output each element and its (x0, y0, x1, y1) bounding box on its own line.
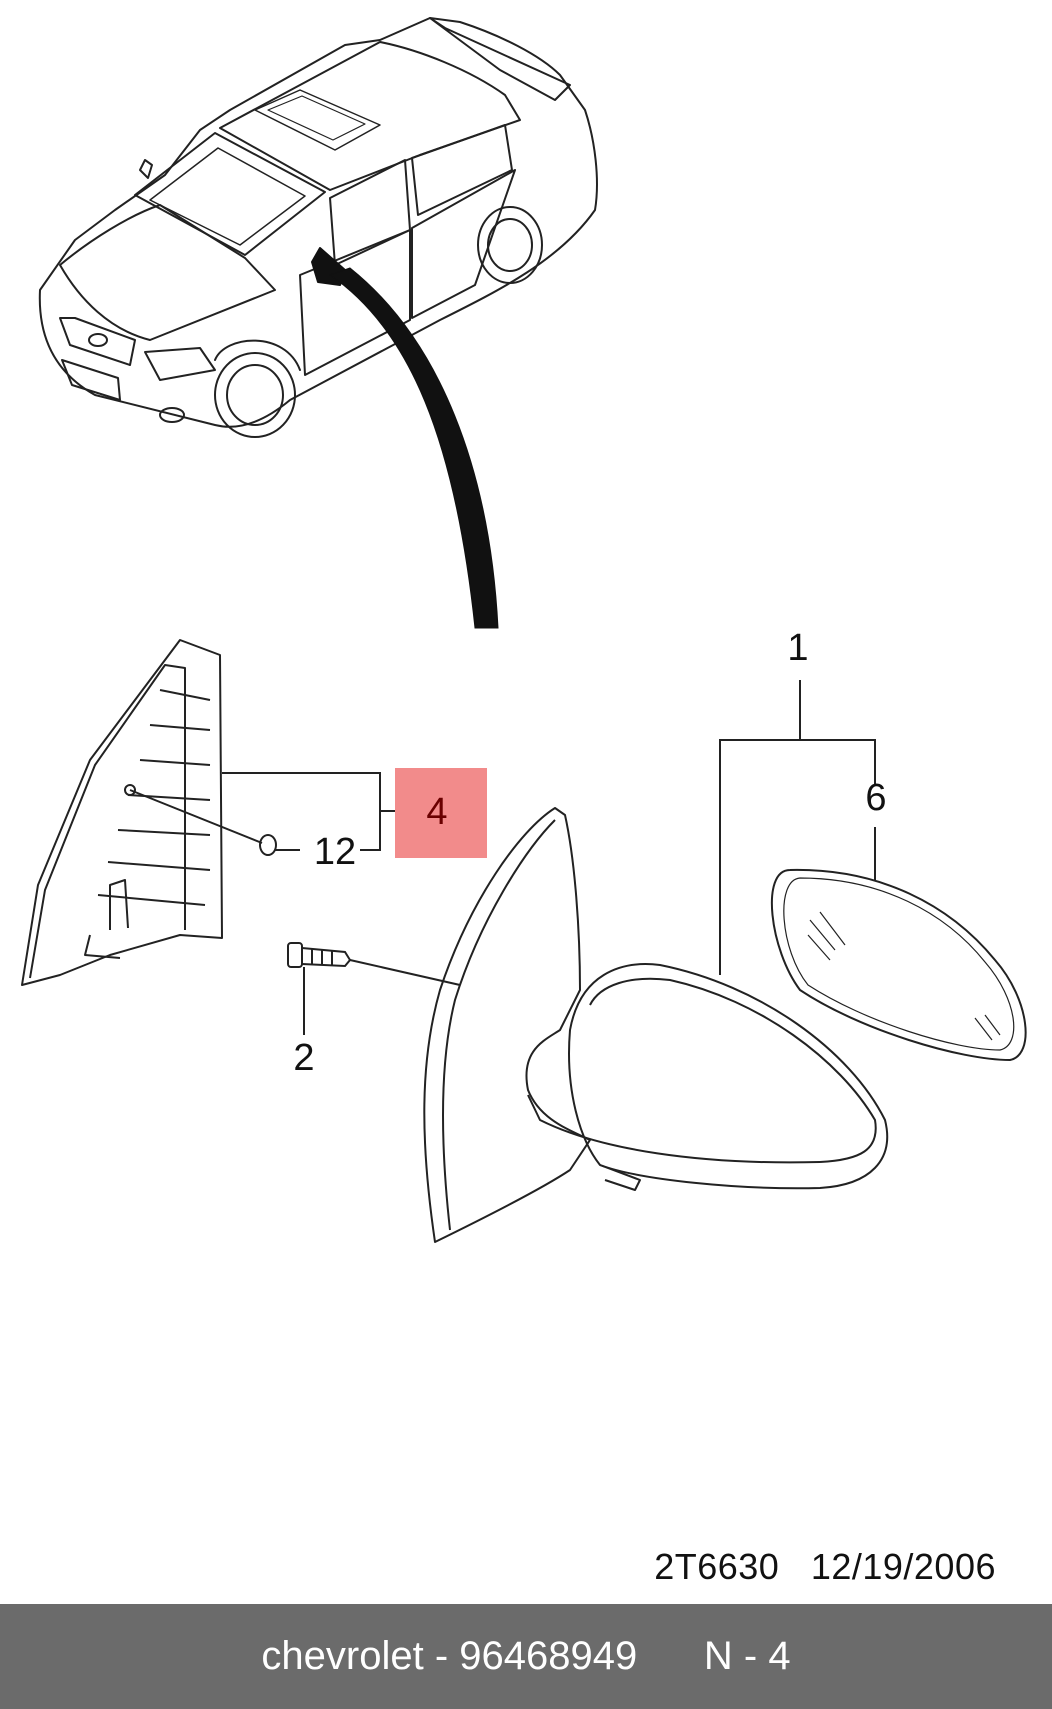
callout-1: 1 (787, 627, 808, 669)
footer-position: N - 4 (703, 1634, 791, 1678)
footer-gap (637, 1634, 704, 1679)
callout-12: 12 (314, 831, 356, 873)
footer-separator: - (423, 1634, 460, 1678)
highlight-box (395, 768, 487, 858)
parts-diagram: 1 6 4 12 2 (21, 17, 1027, 1243)
callout-2: 2 (293, 1037, 314, 1079)
car-illustration (38, 17, 598, 438)
footer-bar: chevrolet - 96468949 N - 4 (0, 1604, 1052, 1709)
mirror-housing (423, 807, 889, 1243)
callout-6: 6 (865, 777, 886, 819)
footer-brand: chevrolet (261, 1634, 424, 1678)
screw (287, 942, 461, 986)
trim-panel (21, 639, 277, 986)
callout-4: 4 (426, 791, 447, 833)
footer-part-number: 96468949 (459, 1634, 638, 1678)
mirror-glass (770, 868, 1027, 1061)
pointer-arrow (328, 267, 499, 629)
leader-lines (222, 680, 876, 1035)
drawing-code: 2T6630 12/19/2006 (654, 1546, 996, 1587)
